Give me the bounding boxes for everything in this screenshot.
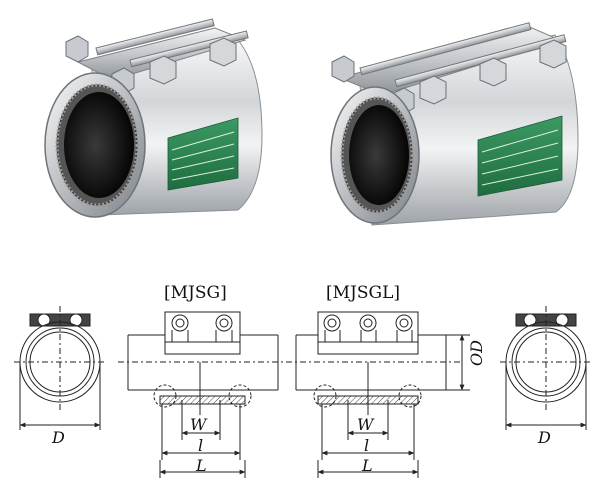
dim-label-OD: OD <box>467 340 486 366</box>
product-photo-mjsg <box>44 18 263 218</box>
hex-nut-icon <box>331 39 567 115</box>
product-photo-mjsgl <box>330 22 579 226</box>
dim-label-D: D <box>537 428 551 447</box>
dim-label-l: l <box>364 436 369 455</box>
side-view-mjsgl <box>286 311 470 478</box>
model-title-mjsg: [MJSG] <box>164 283 227 303</box>
dim-label-L: L <box>361 456 373 475</box>
side-view-mjsg <box>118 311 290 478</box>
end-view-right <box>500 306 592 430</box>
dim-label-W: W <box>357 415 375 434</box>
green-product-label <box>477 115 563 197</box>
hex-nut-icon <box>65 35 237 95</box>
dim-label-l: l <box>198 436 203 455</box>
end-view-left <box>14 306 106 430</box>
dim-label-W: W <box>190 415 208 434</box>
dim-label-L: L <box>195 456 207 475</box>
green-product-label <box>167 117 239 191</box>
bolt-rods <box>359 22 567 88</box>
model-title-mjsgl: [MJSGL] <box>326 283 400 303</box>
dim-label-D: D <box>51 428 65 447</box>
